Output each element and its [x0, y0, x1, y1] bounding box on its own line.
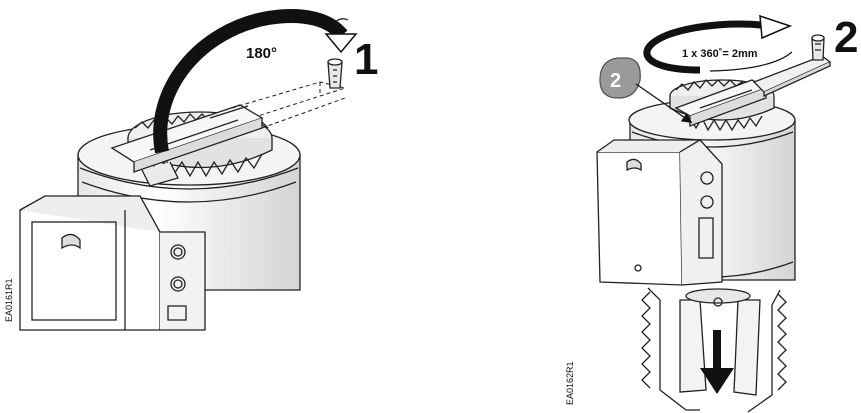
left-drawing-code: EA0161R1	[4, 278, 14, 322]
left-crank-handle	[327, 58, 343, 89]
left-step-number: 1	[354, 35, 378, 84]
left-rotation-label: 180°	[246, 45, 277, 62]
right-rotation-arrow	[643, 14, 793, 74]
left-dashed-guide	[231, 81, 347, 129]
right-crank-ratio-label: 1 x 360˚= 2mm	[682, 48, 758, 60]
right-drawing-code: EA0162R1	[565, 361, 575, 405]
left-figure	[19, 9, 358, 331]
right-crank	[752, 34, 832, 98]
right-callout-badge	[599, 57, 693, 123]
left-terminal-box	[19, 195, 206, 331]
right-terminal-box	[596, 139, 723, 286]
right-step-number: 2	[834, 13, 858, 62]
right-down-arrow	[700, 330, 734, 394]
right-slot-lever	[674, 79, 768, 127]
right-badge-number: 2	[610, 70, 621, 92]
right-figure	[596, 14, 832, 413]
right-yoke	[641, 287, 787, 413]
left-rotation-arrow	[153, 9, 358, 154]
